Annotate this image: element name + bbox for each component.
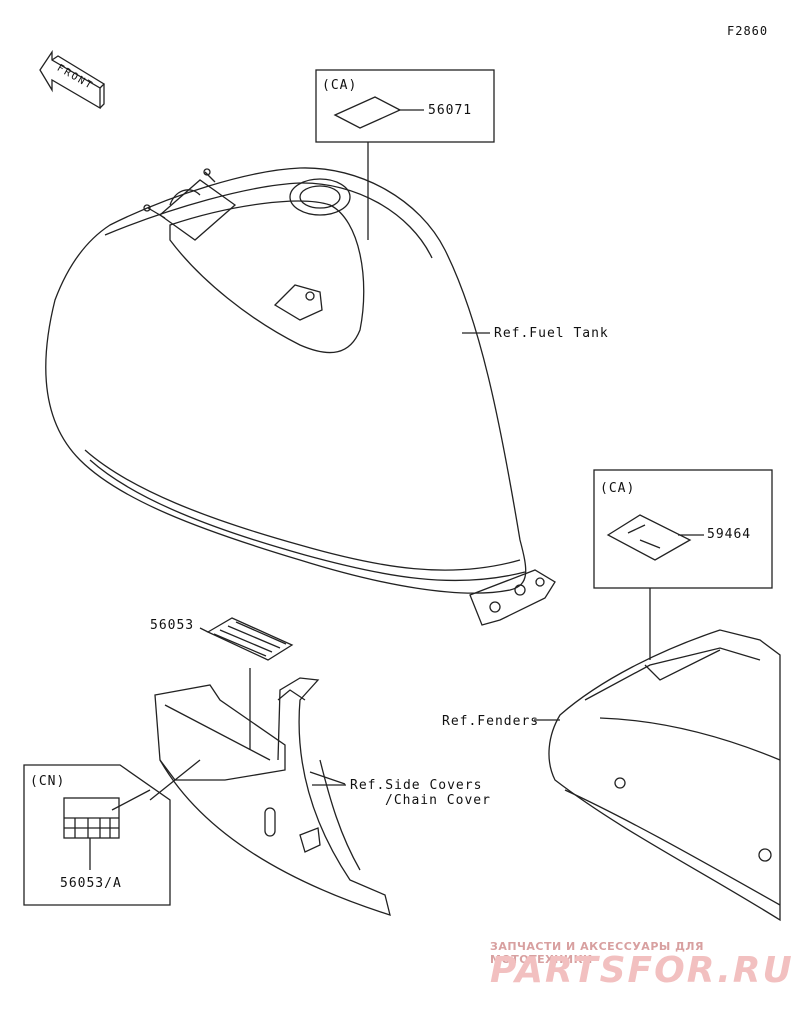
front-arrow-icon: [39, 49, 106, 110]
fuel-tank: [45, 167, 556, 626]
ref-fuel-tank: Ref.Fuel Tank: [494, 326, 609, 341]
side-covers: [149, 677, 391, 916]
part-56071: 56071: [428, 103, 473, 118]
diagram-id: F2860: [727, 24, 769, 38]
callout-56053a: [23, 764, 171, 906]
cn-56053a-region: (CN): [30, 774, 66, 789]
ca-59464-region: (CA): [600, 481, 636, 496]
ref-fenders: Ref.Fenders: [442, 714, 540, 729]
part-56053a: 56053/A: [60, 876, 122, 891]
part-56053: 56053: [150, 618, 195, 633]
ref-side-covers: Ref.Side Covers: [350, 778, 483, 793]
part-59464: 59464: [707, 527, 752, 542]
rear-fender: [534, 588, 781, 922]
ca-56071-region: (CA): [322, 78, 358, 93]
callout-59464: [593, 469, 773, 589]
decal-56053: [199, 617, 294, 750]
watermark-logo: PARTSFOR.RU: [490, 950, 794, 991]
watermark-tagline: ЗАПЧАСТИ И АКСЕССУАРЫ ДЛЯ МОТОТЕХНИКИ: [490, 940, 705, 966]
callout-56071: [315, 69, 495, 240]
ref-chain-cover: /Chain Cover: [385, 793, 491, 808]
